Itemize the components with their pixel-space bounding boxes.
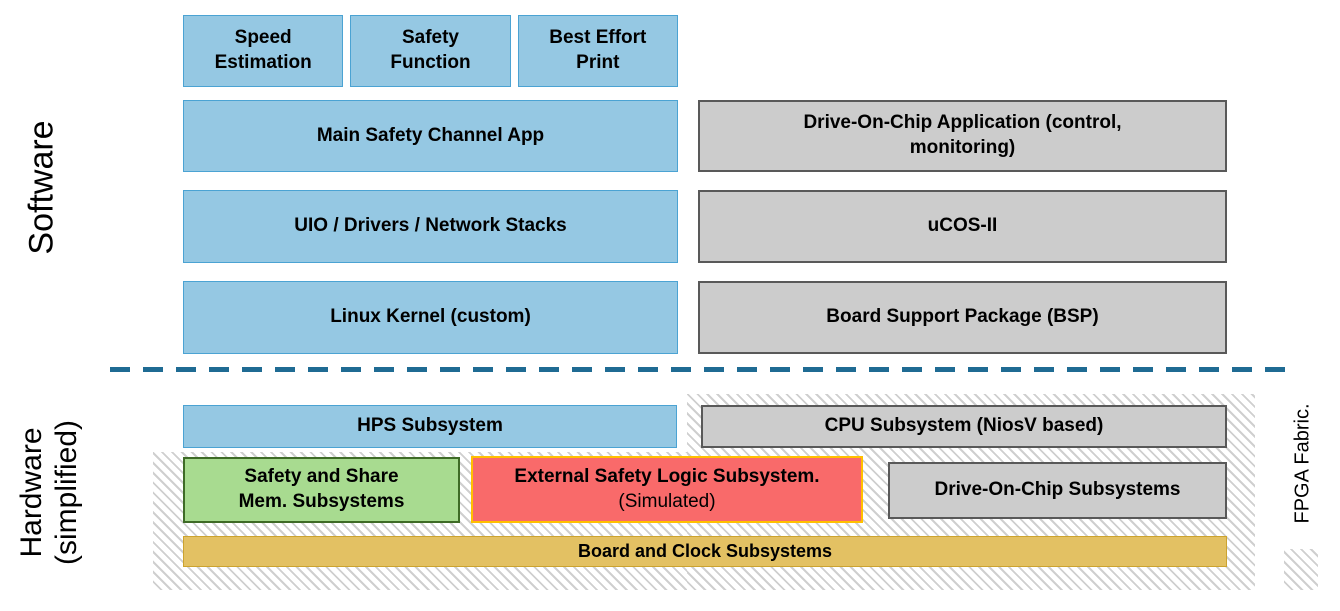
- safety-function-box: Safety Function: [350, 15, 511, 87]
- fpga-fabric-label: FPGA Fabric.: [1272, 388, 1334, 538]
- linux-kernel-box: Linux Kernel (custom): [183, 281, 678, 354]
- main-safety-channel-app-box: Main Safety Channel App: [183, 100, 678, 172]
- software-section-label-text: Software: [22, 120, 61, 255]
- hps-subsystem-box: HPS Subsystem: [183, 405, 677, 448]
- fpga-fabric-legend-swatch: [1284, 549, 1318, 590]
- external-safety-logic-subsystem-box: External Safety Logic Subsystem. (Simula…: [471, 456, 863, 523]
- cpu-subsystem-box: CPU Subsystem (NiosV based): [701, 405, 1227, 448]
- hardware-section-label: Hardware (simplified): [0, 385, 100, 600]
- speed-estimation-box: Speed Estimation: [183, 15, 344, 87]
- uio-drivers-network-stacks-box: UIO / Drivers / Network Stacks: [183, 190, 678, 263]
- best-effort-print-box: Best Effort Print: [517, 15, 678, 87]
- safety-share-mem-subsystems-box: Safety and Share Mem. Subsystems: [183, 457, 460, 523]
- hardware-section-label-text: Hardware (simplified): [15, 419, 84, 566]
- board-support-package-box: Board Support Package (BSP): [698, 281, 1227, 354]
- board-and-clock-subsystems-box: Board and Clock Subsystems: [183, 536, 1227, 567]
- external-safety-logic-simulated-note: (Simulated): [618, 490, 716, 512]
- software-section-label: Software: [0, 55, 84, 320]
- drive-on-chip-application-box: Drive-On-Chip Application (control, moni…: [698, 100, 1227, 172]
- external-safety-logic-title: External Safety Logic Subsystem.: [514, 465, 820, 487]
- drive-on-chip-subsystems-box: Drive-On-Chip Subsystems: [888, 462, 1227, 519]
- ucos-ii-box: uCOS-II: [698, 190, 1227, 263]
- fpga-fabric-label-text: FPGA Fabric.: [1291, 402, 1314, 524]
- software-apps-row: Speed Estimation Safety Function Best Ef…: [183, 15, 678, 87]
- software-hardware-divider-line: [110, 367, 1292, 372]
